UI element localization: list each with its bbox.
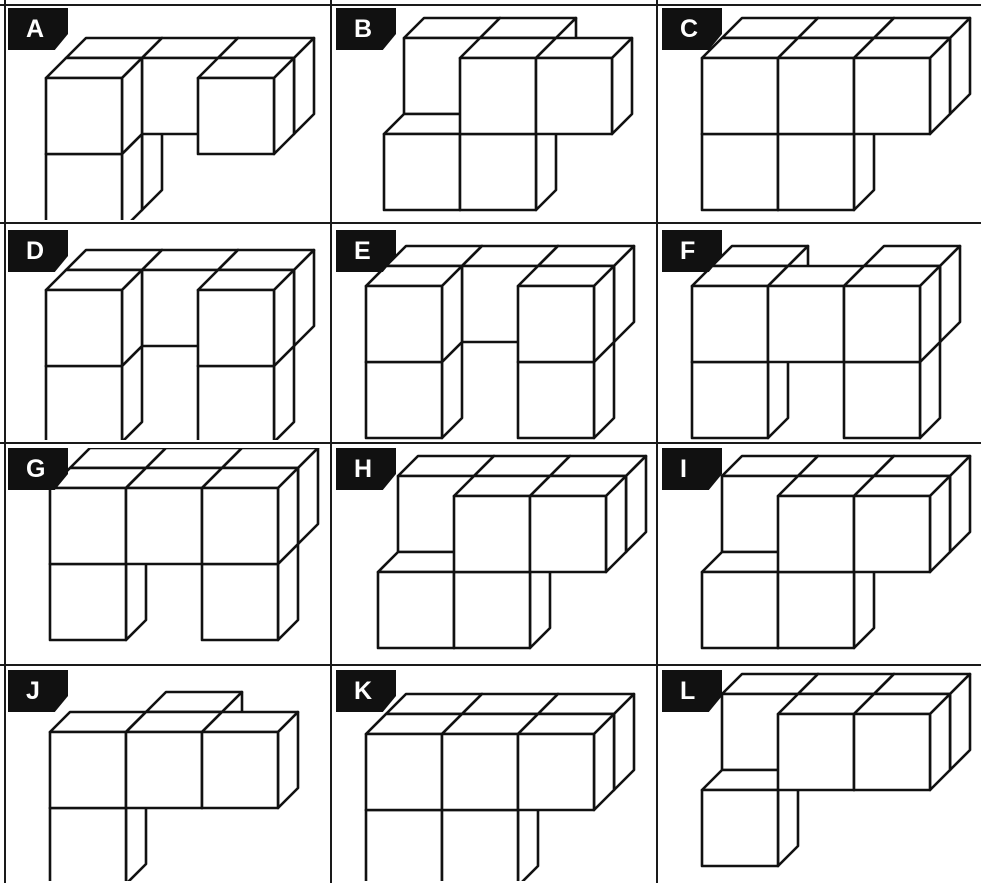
cube-front-face-a-6	[198, 78, 274, 154]
cube-front-face-a-5	[46, 78, 122, 154]
cube-front-face-f-2	[692, 362, 768, 438]
option-panel-b[interactable]: B	[336, 8, 654, 220]
cube-front-face-k-7	[518, 734, 594, 810]
cube-front-face-c-3	[702, 134, 778, 210]
cube-front-face-k-5	[366, 734, 442, 810]
cube-front-face-h-6	[530, 496, 606, 572]
option-panel-g[interactable]: G	[8, 448, 326, 662]
cube-front-face-f-4	[692, 286, 768, 362]
grid-line-row-2	[0, 442, 981, 444]
grid-line-row-1	[0, 222, 981, 224]
cube-front-face-b-4	[460, 58, 536, 134]
cube-front-face-a-4	[46, 154, 122, 220]
option-label-a: A	[8, 8, 68, 50]
option-panel-i[interactable]: I	[662, 448, 979, 662]
cube-front-face-i-6	[854, 496, 930, 572]
option-label-b: B	[336, 8, 396, 50]
cube-front-face-e-3	[366, 362, 442, 438]
cube-front-face-j-4	[202, 732, 278, 808]
option-label-j: J	[8, 670, 68, 712]
option-panel-j[interactable]: J	[8, 670, 326, 881]
cube-front-face-h-4	[454, 572, 530, 648]
cube-front-face-j-3	[126, 732, 202, 808]
option-panel-a[interactable]: A	[8, 8, 326, 220]
cube-front-face-l-3	[702, 790, 778, 866]
option-label-k: K	[336, 670, 396, 712]
option-label-f: F	[662, 230, 722, 272]
cube-front-face-l-5	[854, 714, 930, 790]
cube-front-face-e-4	[518, 362, 594, 438]
cube-front-face-i-4	[778, 572, 854, 648]
cube-front-face-k-6	[442, 734, 518, 810]
cube-front-face-i-5	[778, 496, 854, 572]
cube-front-face-b-2	[384, 134, 460, 210]
cube-front-face-i-3	[702, 572, 778, 648]
grid-line-left	[4, 0, 6, 883]
option-label-d: D	[8, 230, 68, 272]
cube-front-face-f-5	[768, 286, 844, 362]
cube-front-face-f-6	[844, 286, 920, 362]
option-label-l: L	[662, 670, 722, 712]
option-label-i: I	[662, 448, 722, 490]
option-panel-f[interactable]: F	[662, 230, 979, 440]
grid-line-top	[0, 4, 981, 6]
cube-front-face-k-4	[442, 810, 518, 881]
cube-front-face-d-4	[198, 366, 274, 440]
option-panel-e[interactable]: E	[336, 230, 654, 440]
cube-front-face-d-6	[198, 290, 274, 366]
cube-front-face-g-7	[202, 488, 278, 564]
cube-front-face-h-3	[378, 572, 454, 648]
grid-line-row-3	[0, 664, 981, 666]
cube-front-face-c-4	[778, 134, 854, 210]
option-panel-d[interactable]: D	[8, 230, 326, 440]
cube-front-face-d-3	[46, 366, 122, 440]
option-label-c: C	[662, 8, 722, 50]
cube-front-face-h-5	[454, 496, 530, 572]
option-label-e: E	[336, 230, 396, 272]
cube-front-face-e-6	[518, 286, 594, 362]
cube-front-face-c-6	[778, 58, 854, 134]
cube-front-face-g-3	[50, 564, 126, 640]
grid-line-col-2	[656, 0, 658, 883]
cube-front-face-j-2	[50, 732, 126, 808]
option-panel-c[interactable]: C	[662, 8, 979, 220]
cube-front-face-c-5	[702, 58, 778, 134]
cube-front-face-j-1	[50, 808, 126, 881]
cube-front-face-l-4	[778, 714, 854, 790]
grid-line-col-1	[330, 0, 332, 883]
option-panel-l[interactable]: L	[662, 670, 979, 881]
cube-front-face-g-4	[202, 564, 278, 640]
cube-front-face-b-3	[460, 134, 536, 210]
cube-front-face-e-5	[366, 286, 442, 362]
cube-front-face-b-5	[536, 58, 612, 134]
cube-front-face-g-6	[126, 488, 202, 564]
cube-front-face-c-7	[854, 58, 930, 134]
cube-front-face-d-5	[46, 290, 122, 366]
cube-front-face-f-3	[844, 362, 920, 438]
option-panel-k[interactable]: K	[336, 670, 654, 881]
cube-front-face-g-5	[50, 488, 126, 564]
option-label-g: G	[8, 448, 68, 490]
cube-front-face-k-3	[366, 810, 442, 881]
option-label-h: H	[336, 448, 396, 490]
option-panel-h[interactable]: H	[336, 448, 654, 662]
